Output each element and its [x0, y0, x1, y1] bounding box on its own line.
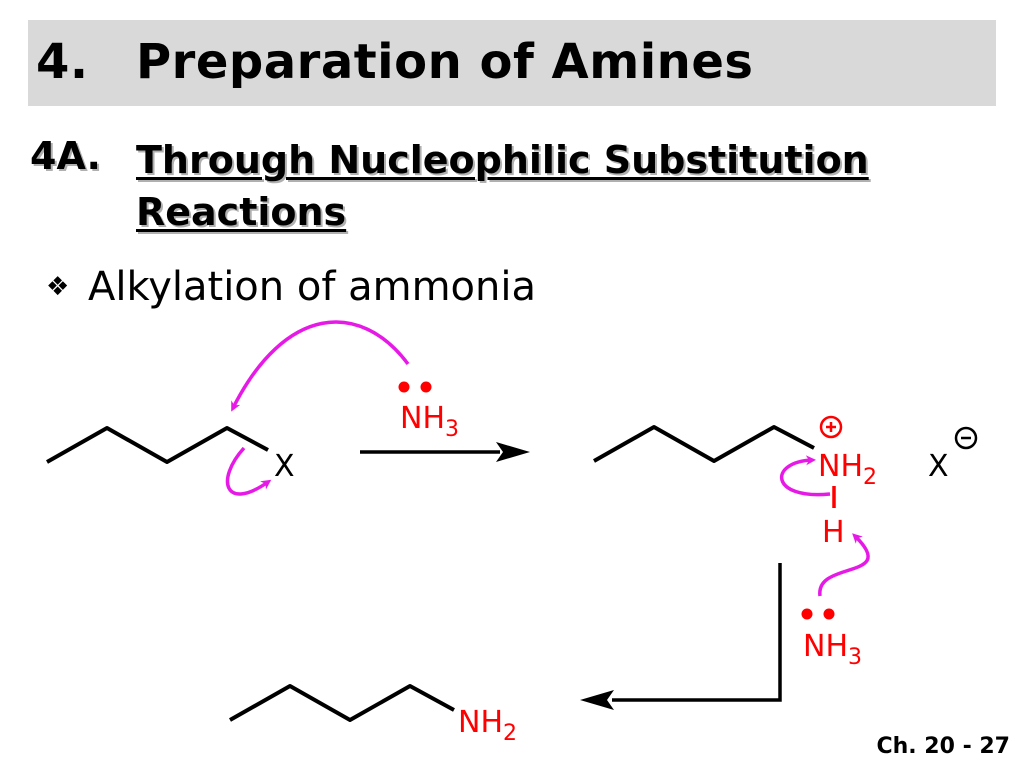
intermediate-ammonium: NH2	[818, 449, 877, 490]
lone-pair-dot	[398, 381, 410, 393]
product-amine: NH2	[458, 705, 517, 746]
product-amine-sub: 2	[503, 721, 517, 746]
elbow-arrow-line	[612, 563, 782, 702]
intermediate-ammonium-sub: 2	[863, 465, 877, 490]
intermediate-chain	[593, 425, 815, 463]
positive-charge-icon	[819, 415, 843, 439]
product-chain	[229, 684, 455, 722]
product-amine-main: NH	[458, 705, 503, 740]
reaction-arrow-head	[496, 442, 530, 462]
lone-pair-dot	[420, 381, 432, 393]
reagent-ammonia-2-main: NH	[803, 629, 848, 664]
nucleophile-attack-arrow	[231, 320, 410, 412]
page-title: Preparation of Amines	[136, 34, 754, 90]
reactant-chain	[46, 426, 269, 464]
title-bar: 4. Preparation of Amines	[28, 20, 996, 106]
reagent-ammonia-sub: 3	[445, 417, 459, 442]
reagent-ammonia-2: NH3	[803, 629, 862, 670]
bullet-icon: ❖	[46, 272, 70, 302]
intermediate-ammonium-main: NH	[818, 449, 863, 484]
reactant-leaving-group: X	[274, 449, 295, 484]
elbow-arrow-head	[580, 690, 614, 710]
subtitle: Through Nucleophilic Substitution Reacti…	[136, 134, 1016, 238]
page-number: Ch. 20 - 27	[876, 734, 1010, 759]
reagent-ammonia-main: NH	[400, 401, 445, 436]
leaving-group-arrow	[225, 446, 272, 496]
subtitle-line-2: Reactions	[136, 190, 347, 234]
reagent-ammonia: NH3	[400, 401, 459, 442]
reagent-ammonia-2-sub: 3	[848, 645, 862, 670]
title-number: 4.	[36, 34, 89, 90]
subtitle-number: 4A.	[30, 134, 101, 178]
negative-charge-icon	[954, 426, 978, 450]
intermediate-hydrogen: H	[822, 515, 845, 550]
counter-ion: X	[928, 449, 949, 484]
bullet-text: Alkylation of ammonia	[88, 264, 537, 310]
lone-pair-dot	[823, 608, 835, 620]
subtitle-line-1: Through Nucleophilic Substitution	[136, 138, 869, 182]
deprotonation-arrow	[818, 533, 870, 597]
lone-pair-dot	[801, 608, 813, 620]
bond-to-nitrogen-arrow	[780, 455, 831, 497]
